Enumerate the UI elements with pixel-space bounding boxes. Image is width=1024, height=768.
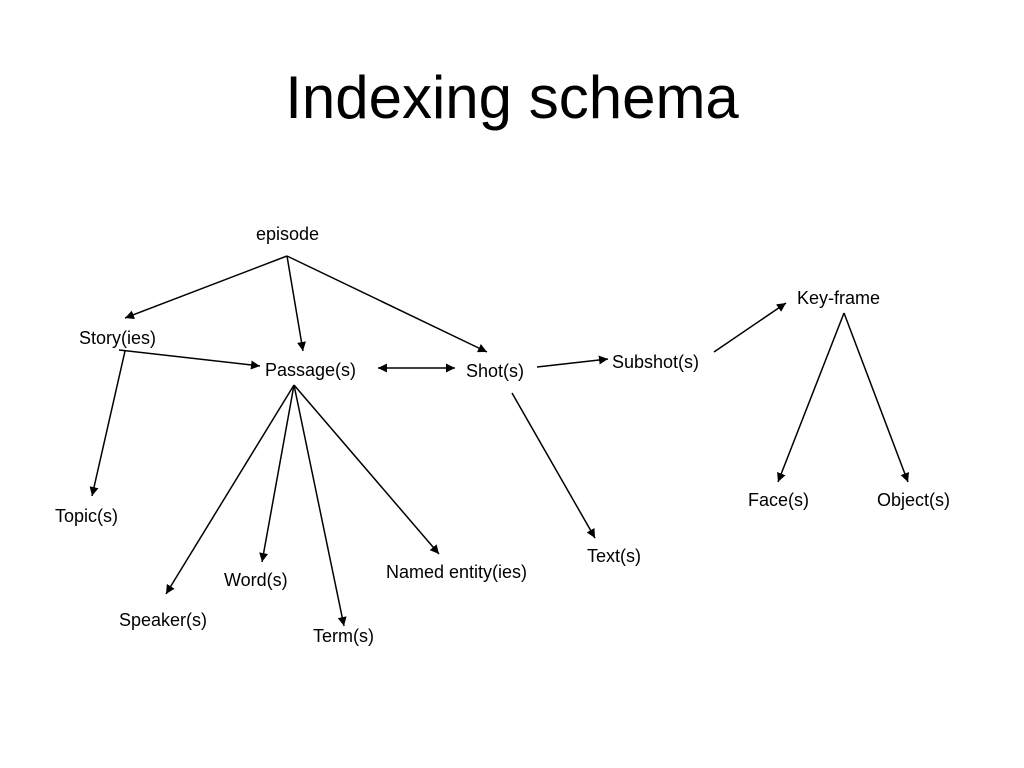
edge-episode-to-shots (286, 255, 488, 353)
edge-passages-to-words (259, 384, 295, 563)
edge-stories-to-topics (89, 350, 126, 497)
node-speakers: Speaker(s) (119, 610, 208, 630)
edge-shots-to-subshots (536, 355, 609, 368)
node-topics: Topic(s) (55, 506, 119, 526)
node-subshots: Subshot(s) (612, 352, 700, 372)
node-keyframe: Key-frame (797, 288, 881, 308)
edge-keyframe-to-objects (843, 312, 910, 483)
node-stories: Story(ies) (79, 328, 157, 348)
node-passages: Passage(s) (265, 360, 357, 380)
node-episode: episode (256, 224, 320, 244)
edge-episode-to-stories (124, 255, 288, 319)
node-shots: Shot(s) (466, 361, 525, 381)
node-words: Word(s) (224, 570, 288, 590)
node-texts: Text(s) (587, 546, 641, 566)
node-named-entities: Named entity(ies) (386, 562, 528, 582)
edge-passages-to-named-entities (293, 384, 440, 555)
slide-title: Indexing schema (285, 64, 739, 131)
node-faces: Face(s) (748, 490, 810, 510)
edge-episode-to-passages (286, 255, 306, 352)
node-objects: Object(s) (877, 490, 951, 510)
edge-subshots-to-keyframe (713, 302, 787, 353)
edge-passages-to-speakers (165, 384, 295, 595)
edge-keyframe-to-faces (777, 312, 845, 483)
node-terms: Term(s) (313, 626, 374, 646)
edge-stories-to-passages (118, 349, 261, 370)
edge-passages-to-terms (293, 384, 347, 627)
edge-shots-to-texts (511, 392, 596, 539)
